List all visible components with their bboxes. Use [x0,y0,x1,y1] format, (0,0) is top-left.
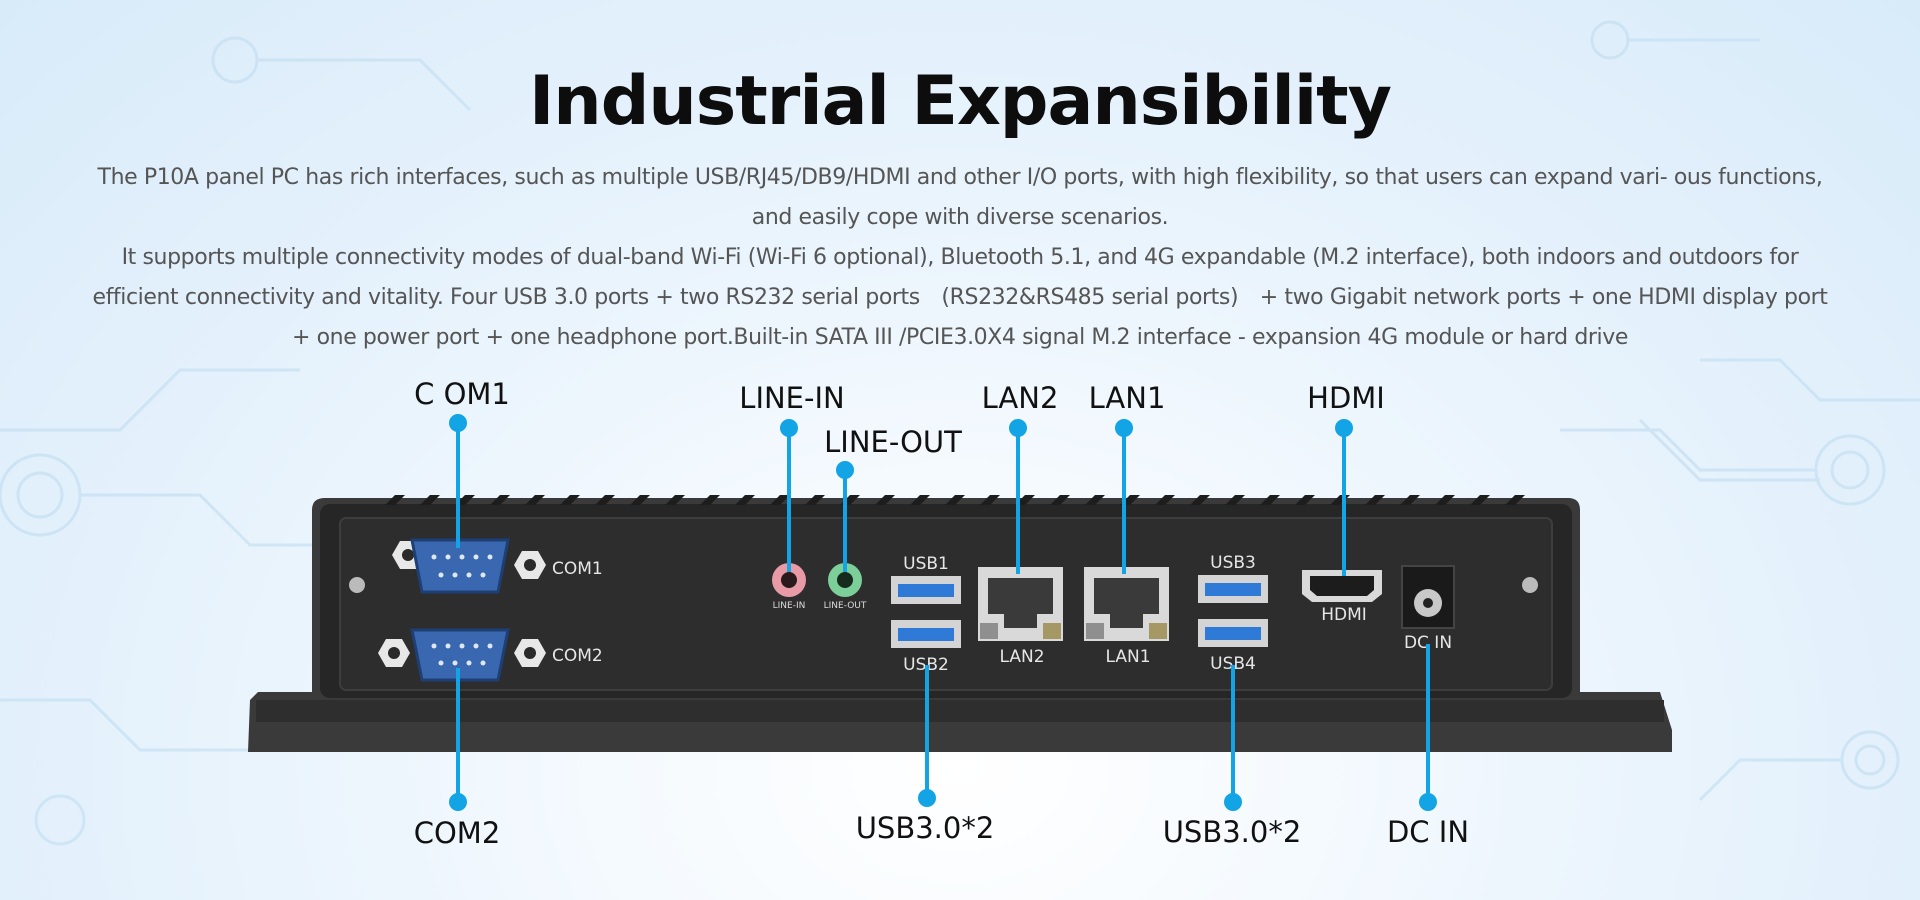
com2-port: COM2 [378,628,603,682]
com2-callout-label: COM2 [414,816,501,850]
usb-left-callout-label: USB3.0*2 [856,811,995,845]
lan2-callout-label: LAN2 [982,381,1059,415]
usb1-device-label: USB1 [903,554,949,574]
usb3-usb4-ports: USB3 USB4 [1198,553,1268,674]
usb-right-callout-label: USB3.0*2 [1163,815,1302,849]
page-title: Industrial Expansibility [529,62,1392,141]
lan2-port: LAN2 [978,567,1063,667]
description-paragraph-1: The P10A panel PC has rich interfaces, s… [97,165,1823,230]
dc-in-callout-label: DC IN [1387,815,1469,849]
lan1-callout-label: LAN1 [1089,381,1166,415]
screw-icon [1522,577,1538,593]
line-in-callout-label: LINE-IN [739,381,844,415]
hdmi-port: HDMI [1302,570,1382,625]
callout-lines [449,414,1437,811]
line-in-device-label: LINE-IN [773,601,806,611]
usb3-device-label: USB3 [1210,553,1256,573]
description-paragraph-2: It supports multiple connectivity modes … [92,245,1828,350]
lan2-device-label: LAN2 [999,647,1044,667]
screw-icon [349,577,365,593]
line-out-callout-label: LINE-OUT [824,425,962,459]
com1-port: COM1 [392,538,603,594]
lan1-port: LAN1 [1084,567,1169,667]
com1-device-label: COM1 [552,559,603,579]
lan1-device-label: LAN1 [1105,647,1150,667]
com1-callout-label: C OM1 [414,377,510,411]
line-out-port: LINE-OUT [824,563,867,611]
hdmi-callout-label: HDMI [1307,381,1385,415]
usb1-usb2-ports: USB1 USB2 [891,554,961,675]
dc-in-device-label: DC IN [1404,633,1452,653]
hdmi-device-label: HDMI [1321,605,1367,625]
line-out-device-label: LINE-OUT [824,601,867,611]
usb4-device-label: USB4 [1210,654,1256,674]
com2-device-label: COM2 [552,646,603,666]
dc-in-port: DC IN [1401,565,1455,653]
line-in-port: LINE-IN [772,563,806,611]
